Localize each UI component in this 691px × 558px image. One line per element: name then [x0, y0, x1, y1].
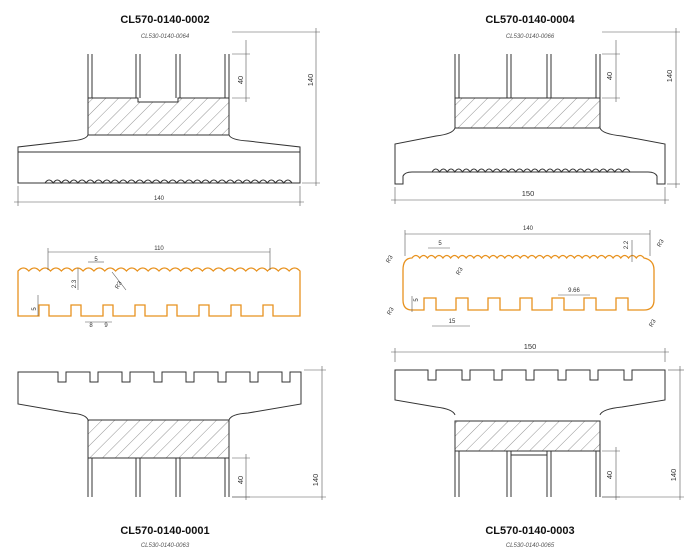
- drawing-reference: CL530-0140-0066: [506, 34, 555, 40]
- dimension-lines: [14, 28, 320, 206]
- dim-width: 150: [524, 342, 537, 351]
- dim-step: 40: [236, 476, 245, 484]
- dim-total-height: 140: [665, 70, 674, 83]
- dim-radius-bl: R3: [387, 306, 396, 316]
- profile-detail-right: 140 5 2.2 R3 R3 R3 R3 R3 5 9.66 15: [386, 226, 666, 328]
- dim-width: 150: [522, 189, 535, 198]
- drawing-reference: CL530-0140-0063: [141, 543, 190, 549]
- dim-groove-spacing: 9.66: [568, 288, 580, 294]
- dim-width: 110: [154, 246, 164, 252]
- grip-teeth: [44, 179, 293, 184]
- dim-width: 140: [523, 226, 534, 232]
- drawing-code: CL570-0140-0002: [120, 14, 209, 26]
- profile-outline: [17, 371, 302, 497]
- dim-total-height: 140: [311, 474, 320, 487]
- profile-detail-left: 110 5 2.3 R3 5 8 9: [17, 246, 301, 329]
- dim-tooth-depth: 2.2: [624, 240, 630, 249]
- dim-radius-tl: R3: [386, 254, 395, 264]
- profile-contour: [17, 267, 301, 317]
- drawing-0001: CL570-0140-0001 CL530-0140-0063 40: [17, 366, 326, 549]
- drawing-0003: CL570-0140-0003 CL530-0140-0065: [391, 342, 684, 549]
- dim-total-height: 140: [669, 469, 678, 482]
- profile-contour: [402, 254, 655, 311]
- drawing-0004: CL570-0140-0004 CL530-0140-0066 40: [391, 14, 680, 204]
- notched-top: [394, 369, 666, 381]
- drawing-reference: CL530-0140-0064: [141, 34, 190, 40]
- drawing-0002: CL570-0140-0002 CL530-0140-0064: [14, 14, 320, 206]
- profile-outline: [17, 54, 301, 184]
- dim-step: 40: [605, 471, 614, 479]
- drawing-reference: CL530-0140-0065: [506, 543, 555, 549]
- dim-groove-depth: 5: [32, 307, 38, 311]
- drawing-code: CL570-0140-0001: [120, 525, 209, 537]
- dim-total-height: 140: [306, 74, 315, 87]
- dim-radius-tooth: R3: [456, 266, 465, 276]
- dim-width: 140: [154, 196, 165, 202]
- dimension-lines: [232, 366, 326, 500]
- dim-groove-width: 8: [89, 323, 93, 329]
- profile-outline: [394, 369, 666, 497]
- profile-outline: [394, 54, 666, 185]
- dim-radius-tr: R3: [657, 238, 666, 248]
- dim-tooth-pitch: 5: [438, 241, 442, 247]
- dim-groove-spacing: 9: [104, 323, 108, 329]
- dimension-lines: [391, 348, 684, 500]
- dim-tooth-pitch: 5: [94, 257, 98, 263]
- dimension-lines: [404, 230, 651, 327]
- dim-step: 40: [236, 76, 245, 84]
- dim-offset: 15: [449, 319, 456, 325]
- dimension-lines: [391, 28, 680, 204]
- dim-radius-br: R3: [649, 318, 658, 328]
- dim-radius: R3: [115, 280, 124, 290]
- dimension-lines: [37, 248, 271, 323]
- dim-tooth-depth: 2.3: [72, 279, 78, 288]
- dim-groove-depth: 5: [414, 298, 420, 302]
- drawing-code: CL570-0140-0003: [485, 525, 574, 537]
- drawing-code: CL570-0140-0004: [485, 14, 575, 26]
- grip-teeth: [431, 168, 631, 173]
- dim-step: 40: [605, 72, 614, 80]
- notched-top: [17, 371, 302, 383]
